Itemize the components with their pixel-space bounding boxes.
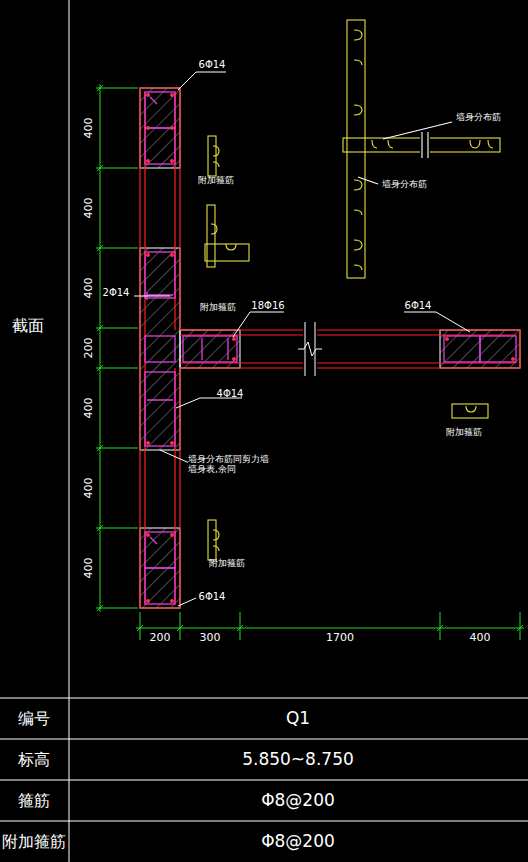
note-text: 墙身分布筋同剪力墙 墙身表,余同 [188, 454, 280, 475]
dimension-text: 400 [83, 398, 96, 419]
dimension-text: 200 [83, 338, 96, 359]
table-cell: Φ8@200 [261, 832, 335, 852]
table-header: 编号 [18, 710, 50, 728]
dimension-text: 400 [83, 118, 96, 139]
dimension-text: 200 [150, 632, 171, 645]
table-header: 附加箍筋 [2, 833, 66, 851]
dimension-text: 400 [470, 632, 491, 645]
table-cell: Φ8@200 [261, 791, 335, 811]
rebar-callout: 6Φ14 [199, 59, 226, 71]
detail-label: 附加箍筋 [446, 427, 482, 437]
detail-label: 墙身分布筋 [456, 112, 501, 122]
detail-label: 附加箍筋 [198, 175, 234, 185]
table-cell: Q1 [286, 709, 310, 729]
dimension-text: 400 [83, 278, 96, 299]
rebar-callout: 2Φ14 [102, 287, 131, 299]
detail-label: 附加箍筋 [209, 558, 245, 568]
rebar-callout: 6Φ14 [199, 591, 226, 603]
dimension-text: 400 [83, 478, 96, 499]
section-label: 截面 [12, 317, 44, 335]
dimension-text: 300 [200, 632, 221, 645]
table-header: 标高 [18, 751, 50, 769]
detail-label: 附加箍筋 [200, 302, 236, 312]
table-header: 箍筋 [18, 792, 50, 810]
detail-label: 墙身分布筋 [382, 179, 427, 189]
table-cell: 5.850~8.750 [242, 750, 354, 770]
dimension-text: 1700 [326, 632, 354, 645]
rebar-callout: 4Φ14 [217, 388, 244, 400]
dimension-text: 400 [83, 558, 96, 579]
rebar-callout: 18Φ16 [251, 300, 284, 312]
dimension-text: 400 [83, 198, 96, 219]
rebar-callout: 6Φ14 [405, 300, 432, 312]
